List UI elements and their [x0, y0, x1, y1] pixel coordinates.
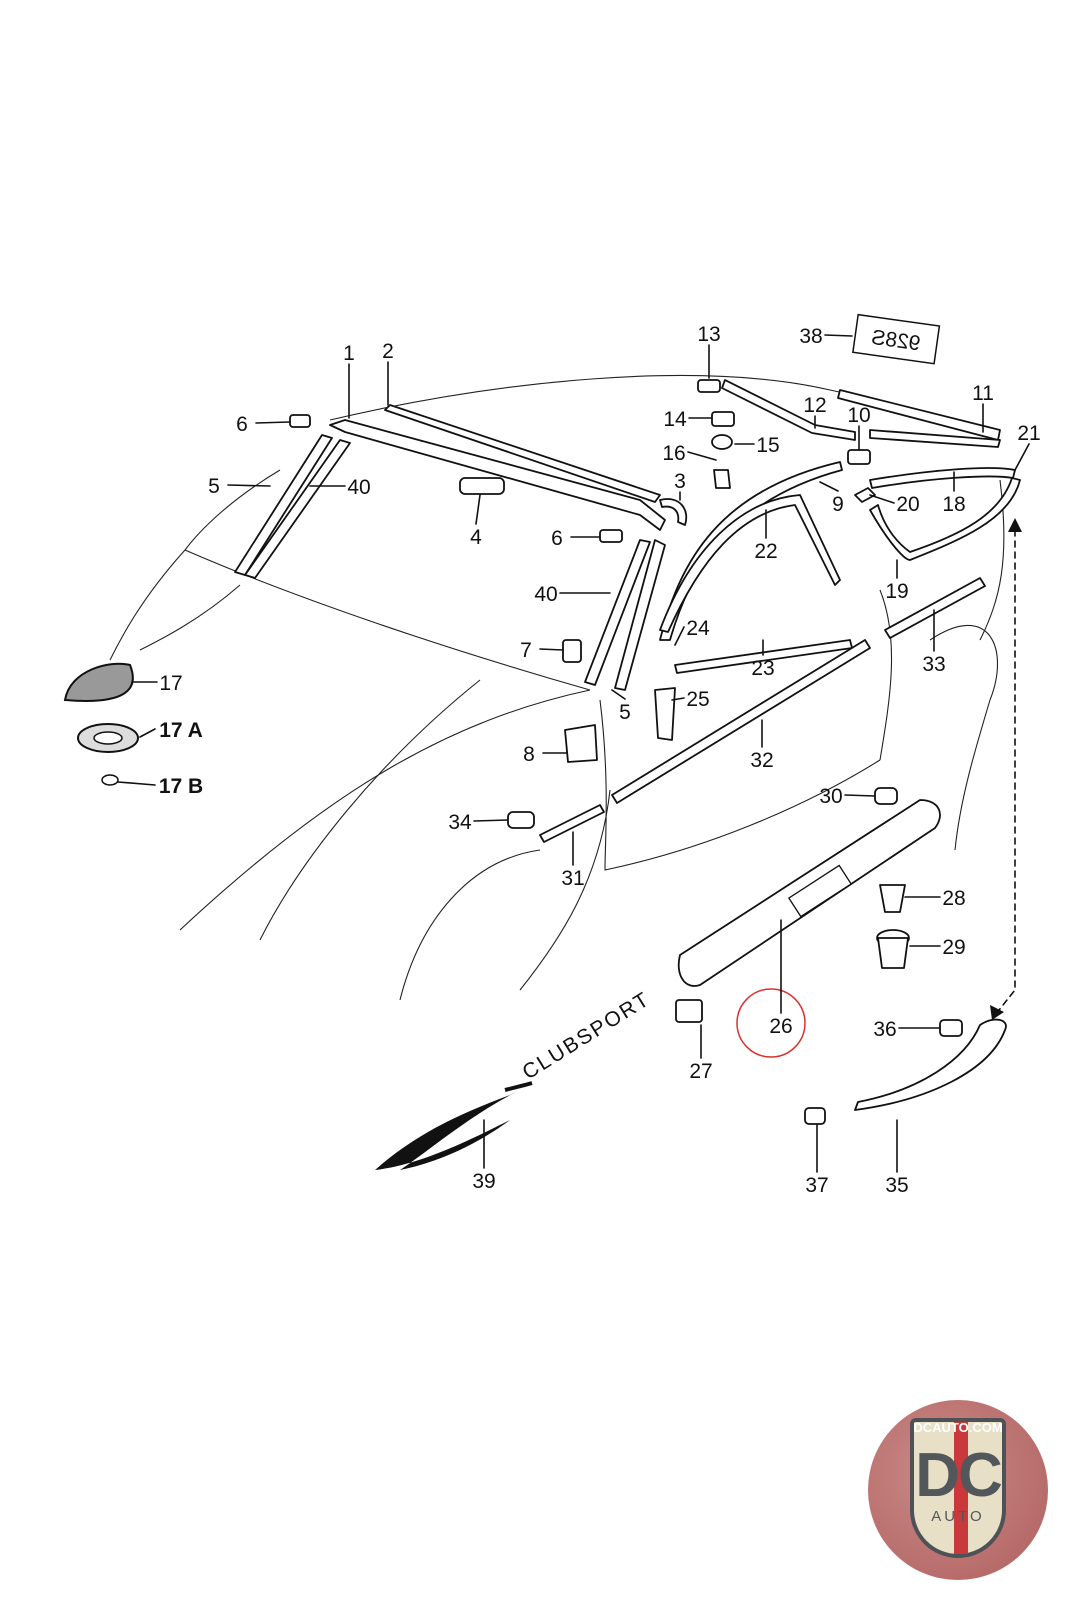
part-label-15: 15	[756, 434, 779, 457]
leader-line	[117, 781, 156, 786]
part-label-28: 28	[942, 887, 965, 910]
leader-line	[824, 334, 853, 337]
part-label-9: 9	[832, 493, 844, 516]
part-label-32: 32	[750, 749, 773, 772]
part-label-7: 7	[520, 639, 532, 662]
leader-line	[869, 494, 895, 504]
part-label-17: 17	[159, 672, 182, 695]
part-label-23: 23	[751, 657, 774, 680]
part-label-13: 13	[697, 323, 720, 346]
part-label-4: 4	[470, 526, 482, 549]
part-label-33: 33	[922, 653, 945, 676]
part-label-8: 8	[523, 743, 535, 766]
leader-line	[687, 451, 717, 461]
leader-line	[844, 794, 876, 797]
part-label-34: 34	[448, 811, 472, 834]
part-label-6: 6	[236, 413, 248, 436]
emblem-parts	[63, 662, 139, 786]
part-label-10: 10	[847, 404, 870, 427]
part-label-3: 3	[674, 470, 686, 493]
wheel-arch-trim	[854, 1018, 1007, 1111]
leader-line	[139, 728, 156, 738]
part-label-14: 14	[663, 408, 687, 431]
part-label-40: 40	[347, 476, 370, 499]
part-label-29: 29	[942, 936, 965, 959]
part-label-37: 37	[805, 1174, 828, 1197]
logo-auto-text: AUTO	[931, 1508, 985, 1525]
moldings	[234, 379, 1021, 843]
decal-text: CLUBSPORT	[518, 987, 654, 1084]
leader-line	[227, 484, 271, 487]
leader-line	[671, 697, 685, 701]
part-label-22: 22	[754, 540, 777, 563]
part-label-26: 26	[769, 1015, 792, 1038]
part-label-40: 40	[534, 583, 557, 606]
part-label-16: 16	[662, 442, 685, 465]
leader-line	[1014, 443, 1030, 471]
part-label-5: 5	[619, 701, 631, 724]
highlight-circle	[736, 988, 806, 1058]
part-label-6: 6	[551, 527, 563, 550]
dcauto-logo: DCAUTO.COM DC AUTO	[868, 1400, 1048, 1580]
leader-line	[475, 494, 481, 525]
clubsport-decal: CLUBSPORT	[375, 987, 654, 1170]
part-label-17b: 17 B	[159, 775, 203, 798]
part-label-21: 21	[1017, 422, 1040, 445]
leader-line	[539, 648, 564, 651]
part-label-24: 24	[686, 617, 710, 640]
part-label-38: 38	[799, 325, 822, 348]
part-label-20: 20	[896, 493, 919, 516]
leader-line	[611, 689, 626, 700]
part-label-12: 12	[803, 394, 826, 417]
part-label-35: 35	[885, 1174, 908, 1197]
part-label-31: 31	[561, 867, 584, 890]
part-label-11: 11	[972, 382, 994, 405]
part-label-27: 27	[689, 1060, 712, 1083]
hardware-parts	[289, 379, 963, 1125]
part-label-39: 39	[472, 1170, 495, 1193]
part-label-25: 25	[686, 688, 709, 711]
part-label-30: 30	[819, 785, 842, 808]
model-badge: 928S	[852, 313, 941, 365]
part-label-1: 1	[343, 342, 355, 365]
part-label-5: 5	[208, 475, 220, 498]
logo-site-text: DCAUTO.COM	[913, 1420, 1003, 1435]
leader-line	[674, 626, 685, 646]
dashed-arrow	[994, 529, 1016, 1016]
part-label-36: 36	[873, 1018, 896, 1041]
leader-line	[819, 481, 839, 492]
part-label-19: 19	[885, 580, 908, 603]
leader-line	[473, 819, 509, 822]
part-label-18: 18	[942, 493, 965, 516]
logo-dc-text: DC	[915, 1441, 1003, 1510]
part-label-2: 2	[382, 340, 394, 363]
part-label-17a: 17 A	[159, 719, 203, 742]
leader-line	[255, 421, 291, 424]
